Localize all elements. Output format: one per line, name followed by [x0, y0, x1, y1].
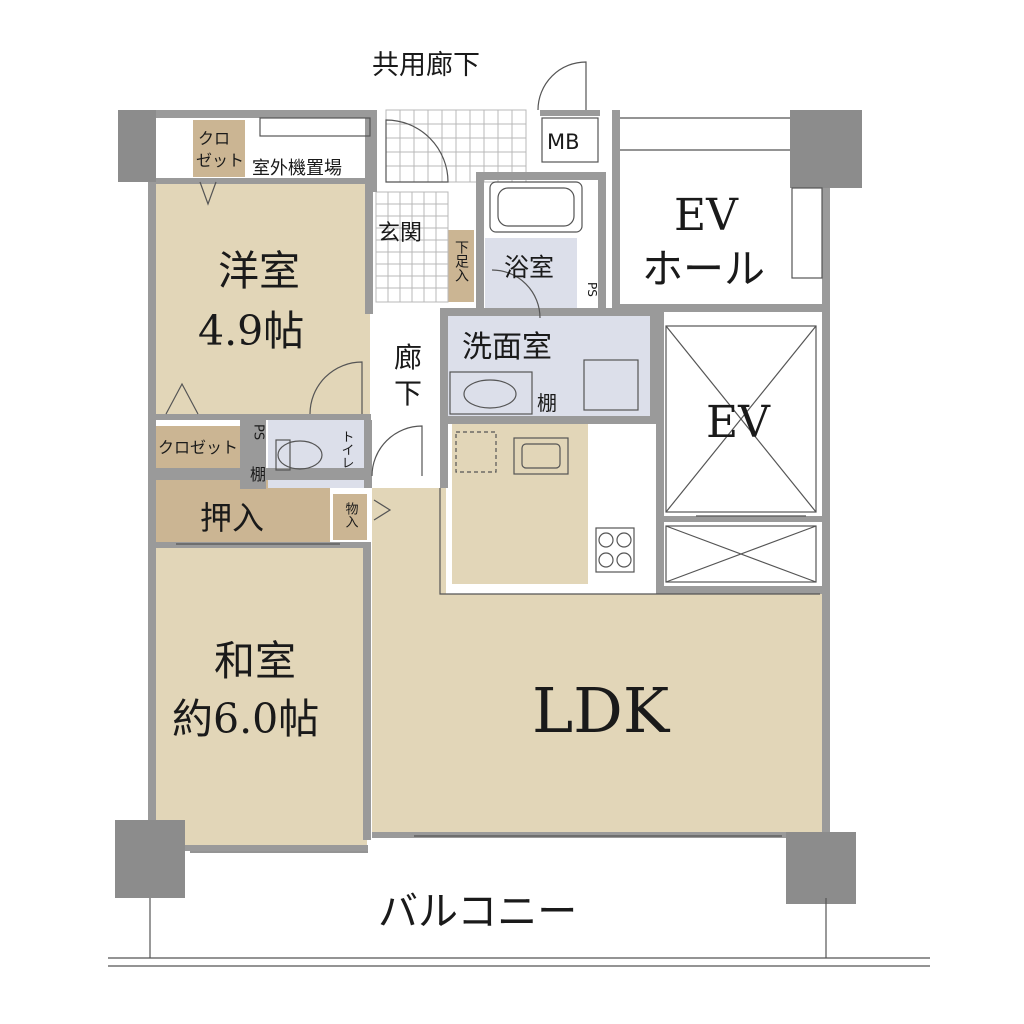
western-room-label-line2: 4.9帖 [198, 307, 304, 355]
closet-mid-label: クロゼット [158, 438, 238, 457]
closet-top-label-1: クロ [198, 129, 230, 148]
outdoor-unit-label: 室外機置場 [252, 158, 342, 179]
washroom-shelf-label: 棚 [537, 391, 557, 415]
outlines [108, 117, 930, 967]
shared-corridor-label: 共用廊下 [372, 50, 480, 81]
bath-ps-label: PS [585, 282, 599, 297]
toilet-shelf-label: 棚 [250, 465, 266, 484]
closet-top-label-2: ゼット [196, 151, 244, 170]
shoe-storage-fill [448, 230, 474, 302]
toilet-ps-label: PS [251, 424, 266, 440]
washroom-label: 洗面室 [462, 330, 552, 365]
western-room-fill [155, 183, 370, 415]
ev-label: EV [706, 397, 771, 448]
room-fills [155, 120, 822, 848]
columns [115, 110, 862, 904]
column-top-right [790, 110, 862, 188]
oshiire-fill [155, 480, 330, 542]
svg-text:下足入: 下足入 [453, 240, 469, 282]
ldk-fill [372, 488, 822, 832]
mb-label: MB [547, 130, 580, 154]
japanese-room-fill [155, 548, 367, 848]
corridor-label-line2: 下 [394, 377, 422, 410]
column-bottom-left [115, 820, 185, 898]
storage-fill [333, 494, 367, 540]
japanese-room-label-line1: 和室 [214, 637, 296, 685]
bath-fill [485, 238, 577, 308]
toilet-label: トイレ [339, 430, 354, 469]
kitchen-counter-fill [452, 424, 588, 584]
japanese-room-label-line2: 約6.0帖 [172, 695, 319, 743]
washroom-fill [448, 316, 653, 416]
corridor-label-line1: 廊 [394, 341, 422, 374]
column-bottom-right [786, 832, 856, 904]
svg-text:トイレ: トイレ [339, 430, 354, 469]
storage-label: 物入 [343, 502, 359, 528]
entrance-label: 玄関 [378, 221, 422, 246]
svg-text:物入: 物入 [343, 502, 359, 528]
bath-label: 浴室 [504, 253, 554, 282]
ev-hall-label-line2: ホール [642, 245, 765, 293]
oshiire-label: 押入 [200, 499, 264, 537]
balcony-label: バルコニー [378, 889, 577, 935]
svg-text:PS: PS [585, 282, 599, 297]
walls [148, 110, 830, 851]
svg-text:PS: PS [251, 424, 266, 440]
entrance-tiles [375, 109, 527, 303]
door-swings [165, 61, 587, 521]
shoe-storage-label: 下足入 [453, 240, 469, 282]
western-room-label-line1: 洋室 [218, 247, 300, 295]
ldk-label: LDK [532, 674, 671, 747]
column-top-left [118, 110, 156, 182]
ev-hall-label-line1: EV [674, 190, 739, 241]
closet-top-fill [193, 120, 245, 177]
closet-mid-fill [155, 426, 247, 468]
